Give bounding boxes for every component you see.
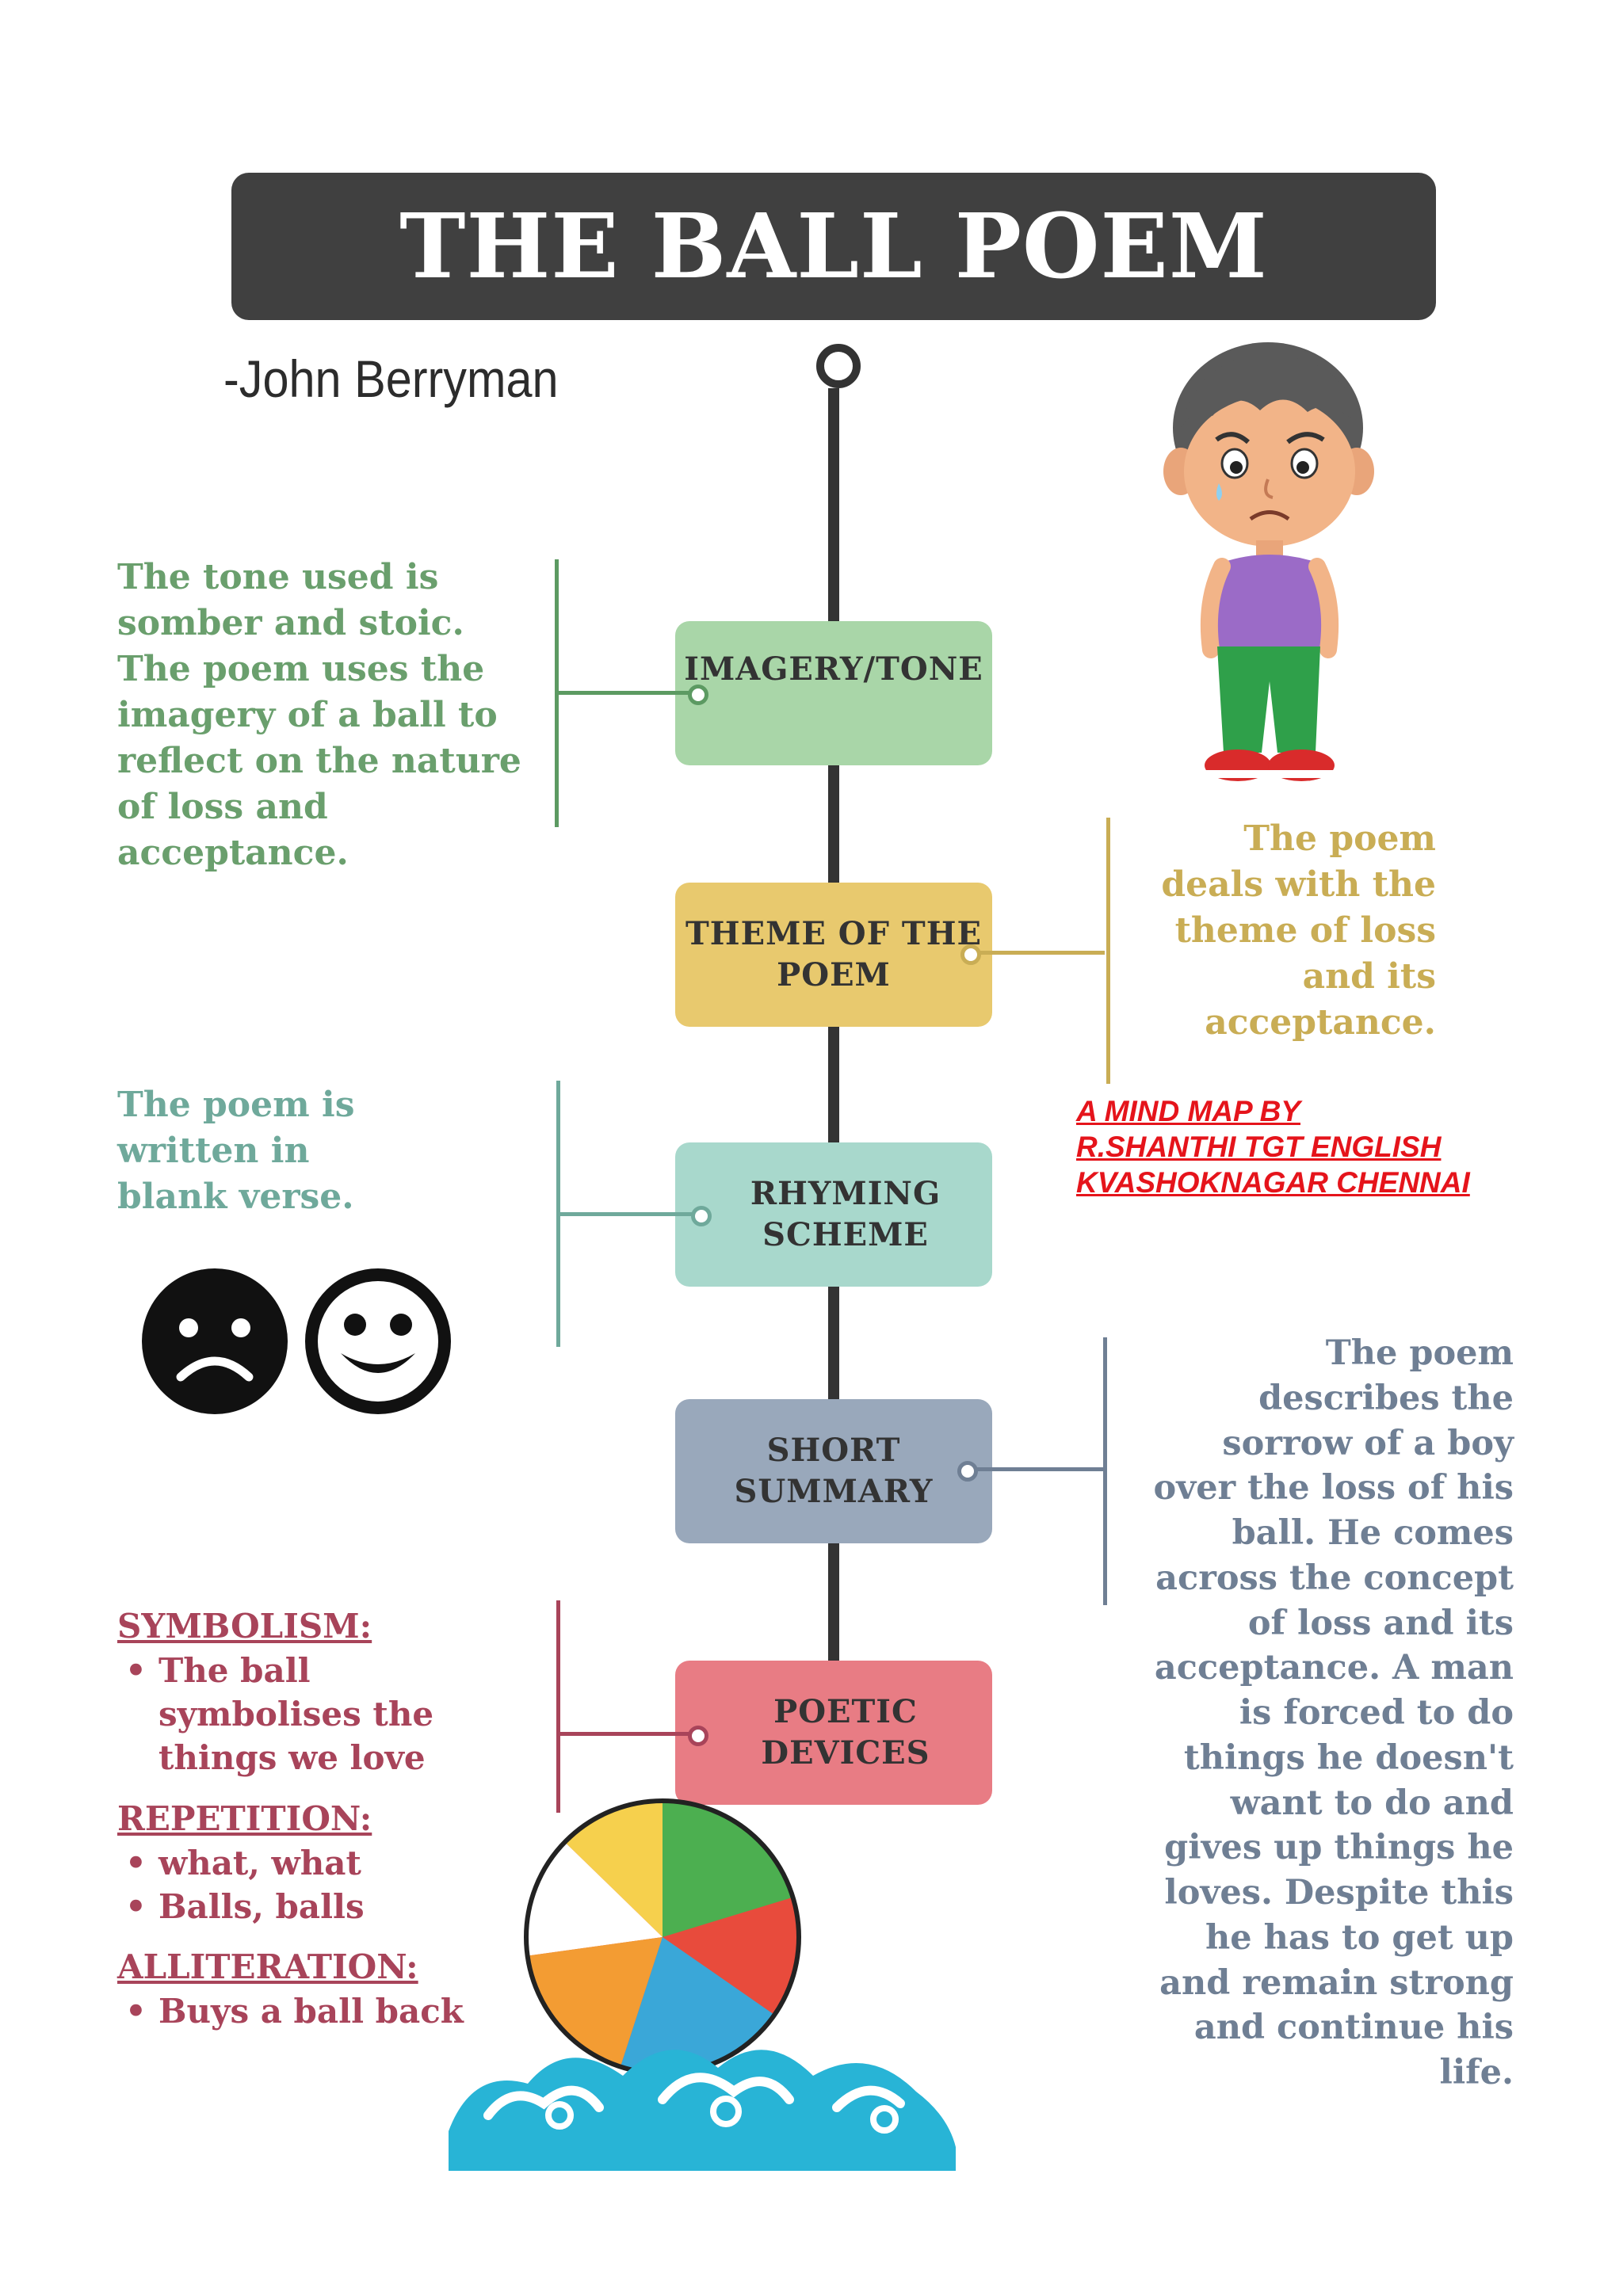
credit-line-3: KVASHOKNAGAR CHENNAI <box>1076 1166 1470 1199</box>
devices-connector <box>558 1732 693 1736</box>
beach-ball-illustration <box>449 1798 956 2171</box>
list-item: what, what <box>125 1841 529 1886</box>
imagery-connector <box>556 691 693 695</box>
rhyming-connector <box>558 1212 694 1216</box>
author: -John Berryman <box>223 349 559 408</box>
list-item: Buys a ball back <box>125 1989 529 2034</box>
theme-bracket <box>1106 818 1110 1084</box>
node-devices-label: POETIC DEVICES <box>761 1693 930 1772</box>
symbolism-heading: SYMBOLISM: <box>117 1607 372 1646</box>
node-rhyming-label: RHYMING SCHEME <box>750 1175 941 1253</box>
sad-boy-illustration <box>1163 342 1374 781</box>
page-title: THE BALL POEM <box>399 194 1268 299</box>
summary-bracket <box>1103 1337 1107 1605</box>
alliteration-heading: ALLITERATION: <box>117 1947 418 1987</box>
list-item: The ball symbolises the things we love <box>125 1649 529 1780</box>
rhyming-connector-dot <box>691 1206 712 1226</box>
node-poetic-devices: POETIC DEVICES <box>675 1661 992 1805</box>
poetic-devices-list: SYMBOLISM: The ball symbolises the thing… <box>117 1605 529 2050</box>
timeline-start-circle <box>816 344 861 388</box>
repetition-heading: REPETITION: <box>117 1798 372 1838</box>
theme-note: The poem deals with the theme of loss an… <box>1161 818 1436 1043</box>
imagery-connector-dot <box>688 685 708 705</box>
rhyming-note: The poem is written in blank verse. <box>117 1085 355 1218</box>
devices-connector-dot <box>688 1726 708 1746</box>
list-item: Balls, balls <box>125 1885 529 1929</box>
devices-bracket <box>556 1600 560 1813</box>
symbolism-list: The ball symbolises the things we love <box>117 1649 529 1780</box>
theme-connector-dot <box>960 944 981 965</box>
summary-connector-dot <box>957 1461 978 1482</box>
imagery-note: The tone used is somber and stoic. The p… <box>117 557 521 874</box>
node-short-summary: SHORT SUMMARY <box>675 1399 992 1543</box>
node-rhyming-scheme: RHYMING SCHEME <box>675 1142 992 1287</box>
alliteration-list: Buys a ball back <box>117 1989 529 2034</box>
summary-note: The poem describes the sorrow of a boy o… <box>1153 1333 1514 2092</box>
theme-connector <box>965 951 1105 955</box>
summary-connector <box>967 1467 1103 1471</box>
node-theme: THEME OF THE POEM <box>675 883 992 1027</box>
node-theme-label: THEME OF THE POEM <box>685 915 982 994</box>
smiley-face-icon <box>305 1268 451 1414</box>
node-imagery-label: IMAGERY/TONE <box>684 650 983 688</box>
credit-line-1: A MIND MAP BY <box>1076 1095 1300 1127</box>
credit-line-2: R.SHANTHI TGT ENGLISH <box>1076 1131 1442 1164</box>
node-summary-label: SHORT SUMMARY <box>734 1432 934 1510</box>
sad-face-icon <box>142 1268 288 1414</box>
title-banner: THE BALL POEM <box>231 173 1436 320</box>
node-imagery-tone: IMAGERY/TONE <box>675 621 992 765</box>
credit-text: A MIND MAP BY R.SHANTHI TGT ENGLISH KVAS… <box>1076 1093 1470 1200</box>
repetition-list: what, what Balls, balls <box>117 1841 529 1929</box>
